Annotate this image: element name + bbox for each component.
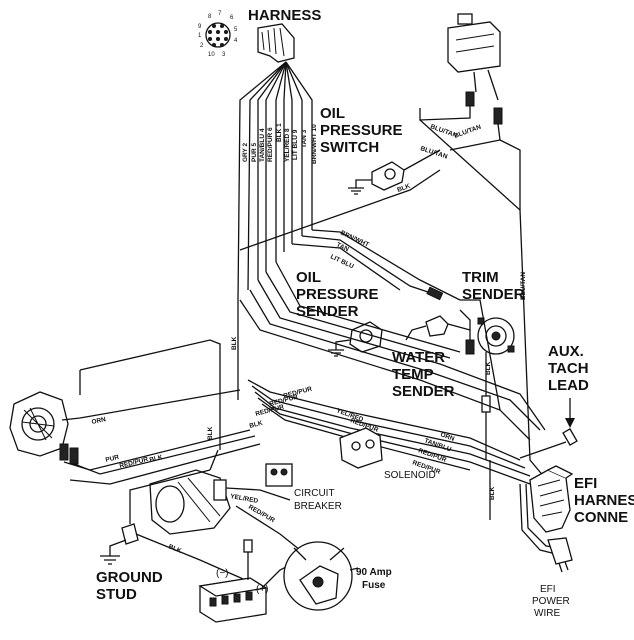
wire-label: BLU/TAN (453, 124, 482, 140)
wire-label: BLK (167, 543, 182, 555)
pin-label: 2 (200, 43, 204, 49)
pin-label: 10 (208, 52, 215, 58)
wire-label: BLK (396, 183, 411, 194)
harness-connector: 8 7 6 9 5 1 4 2 3 10 (198, 11, 295, 63)
wire-yel-red (225, 487, 291, 501)
wire-label: YEL/RED (230, 493, 259, 505)
wire-tan (301, 235, 441, 297)
fuse-pointer (349, 567, 359, 571)
alternator (9, 391, 79, 465)
wire-label: RED/PUR (119, 456, 149, 470)
wire-label: PUR 5 (251, 142, 258, 162)
wire-blu-tan-2 (499, 139, 521, 210)
wire-brn-wht (311, 229, 461, 301)
wire-label: TAN 3 (301, 129, 308, 148)
wire-label: ORN (439, 431, 455, 443)
wire-label: GRY 2 (242, 142, 249, 162)
wire-blk (239, 169, 441, 251)
battery (198, 577, 268, 623)
wire-label: BLU/TAN (520, 272, 527, 300)
wire-label: BLK (231, 336, 238, 350)
wire-blk-ground-top (129, 469, 211, 524)
wire-label: RED/PUR (247, 504, 276, 525)
wire-aux-tach (519, 441, 567, 459)
pin-label: 7 (218, 11, 222, 17)
wire-blu-tan-long (419, 119, 546, 479)
wire-red-pur-fuse (235, 505, 301, 551)
trim-sender (477, 317, 515, 355)
arrow-icon (565, 418, 575, 428)
solenoid (339, 427, 383, 469)
pin-label: 6 (230, 15, 234, 21)
wire-trim (459, 309, 471, 340)
oil-pressure-switch (348, 161, 405, 195)
wire-label: BRN/WHT 10 (311, 124, 318, 164)
wire-pur (63, 429, 251, 471)
wire-label: BLK (249, 420, 264, 430)
wire-label: BLK (485, 361, 492, 375)
wire-label: ORN (91, 416, 107, 426)
pin-label: 9 (198, 24, 202, 30)
pin-label: 4 (234, 38, 238, 44)
starter-motor (149, 469, 231, 535)
wire-label: BLK (489, 486, 496, 500)
wire-lit-blu (291, 243, 401, 291)
label-harness: HARNESS (248, 7, 321, 24)
wire-red-pur (73, 435, 256, 475)
fuse-inset (283, 541, 353, 611)
wire-blk-alt (69, 443, 261, 485)
label-battery-neg: (−) (216, 568, 229, 579)
pin-label: 1 (198, 33, 202, 39)
wire-label: BLK 1 (276, 123, 283, 142)
wire-label: BLK (207, 426, 214, 440)
harness-wire-labels: GRY 2 PUR 5 TAN/BLU 4 RED/PUR 6 BLK 1 YE… (242, 123, 318, 164)
wire-blu-tan (419, 106, 471, 121)
label-solenoid: SOLENOID (384, 470, 436, 481)
wire-label: PUR (105, 454, 120, 464)
wire-label: YEL/RED 8 (284, 128, 291, 162)
wire-label: RED/PUR 6 (267, 127, 274, 162)
harness-wire-bundle (237, 61, 313, 301)
wire-label: LIT BLU 9 (292, 129, 299, 160)
label-battery-pos: (+) (256, 584, 269, 595)
wire-starter-top (209, 449, 219, 471)
wire-orn (61, 389, 241, 421)
water-temp-sender (405, 315, 471, 341)
wire-blk-ground (135, 533, 251, 583)
pin-label: 5 (234, 27, 238, 33)
wire-label: BLK (149, 454, 164, 464)
wire-label: TAN (335, 241, 350, 253)
wire-tan-right (460, 299, 501, 411)
ground-stud (100, 523, 139, 565)
efi-harness-connector (529, 465, 574, 533)
wire-blk-loop (79, 339, 221, 450)
circuit-breaker (265, 463, 293, 487)
pin-label: 8 (208, 14, 212, 20)
wire-label: TAN/BLU 4 (259, 128, 266, 162)
pin-label: 3 (222, 52, 226, 58)
trim-pump-reservoir (447, 13, 503, 125)
wire-blu-tan (403, 149, 441, 171)
